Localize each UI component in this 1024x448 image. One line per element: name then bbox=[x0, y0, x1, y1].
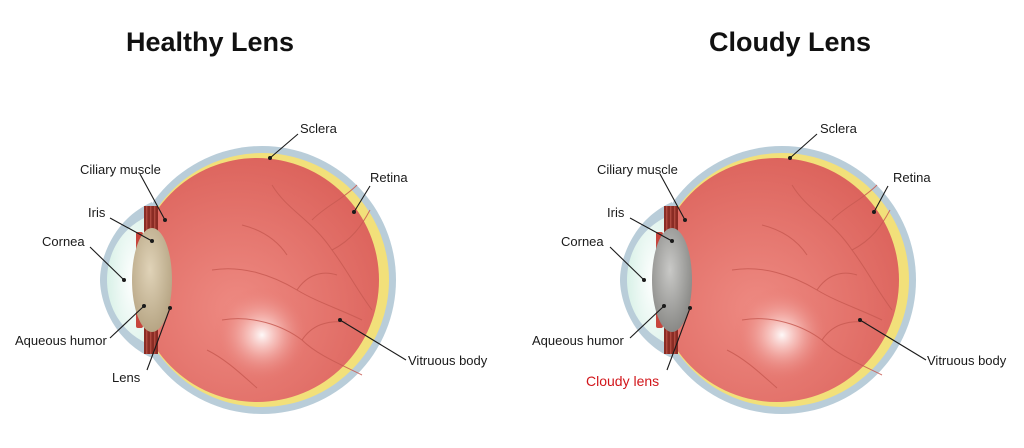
label-retina: Retina bbox=[893, 170, 931, 185]
cloudy-eye-panel: Cloudy Lens Sclera Retina Ciliary muscle… bbox=[532, 27, 1007, 415]
healthy-eye-panel: Healthy Lens Sclera Retina Ciliary muscl… bbox=[15, 27, 488, 415]
label-aqueous-humor: Aqueous humor bbox=[15, 333, 107, 348]
label-vitreous-body: Vitruous body bbox=[927, 353, 1007, 368]
label-cloudy-lens: Cloudy lens bbox=[586, 373, 659, 389]
label-iris: Iris bbox=[607, 205, 625, 220]
cloudy-lens-shape bbox=[652, 228, 692, 332]
label-lens: Lens bbox=[112, 370, 141, 385]
label-cornea: Cornea bbox=[561, 234, 604, 249]
label-vitreous-body: Vitruous body bbox=[408, 353, 488, 368]
label-sclera: Sclera bbox=[820, 121, 858, 136]
label-ciliary-muscle: Ciliary muscle bbox=[80, 162, 161, 177]
panel-title: Cloudy Lens bbox=[709, 27, 871, 57]
label-sclera: Sclera bbox=[300, 121, 338, 136]
label-aqueous-humor: Aqueous humor bbox=[532, 333, 624, 348]
lens-shape bbox=[132, 228, 172, 332]
label-cornea: Cornea bbox=[42, 234, 85, 249]
label-iris: Iris bbox=[88, 205, 106, 220]
eye-illustration bbox=[619, 145, 917, 415]
eye-illustration bbox=[99, 145, 397, 415]
label-retina: Retina bbox=[370, 170, 408, 185]
label-ciliary-muscle: Ciliary muscle bbox=[597, 162, 678, 177]
panel-title: Healthy Lens bbox=[126, 27, 294, 57]
